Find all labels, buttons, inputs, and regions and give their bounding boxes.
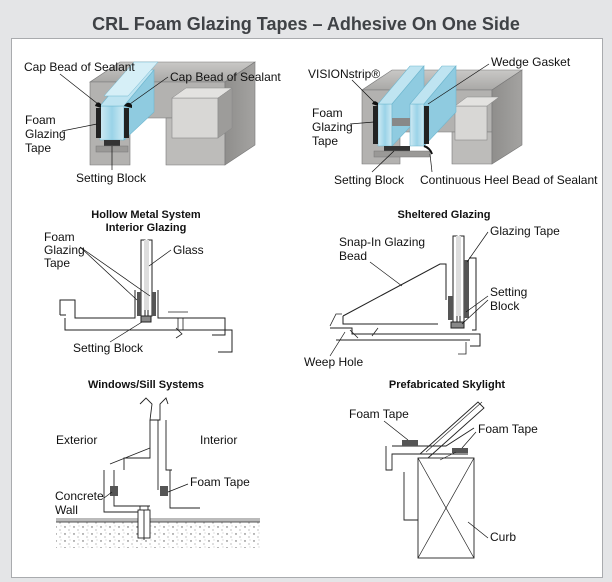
- diagram-windows-sill: [56, 397, 260, 548]
- heading-sheltered-glazing: Sheltered Glazing: [398, 209, 491, 221]
- label-heel-bead: Continuous Heel Bead of Sealant: [420, 173, 598, 187]
- diagram-frame-cap-bead: [89, 61, 256, 166]
- label-foam-tape: Foam Tape: [190, 475, 250, 489]
- label-foam: Foam: [25, 113, 56, 127]
- label-block: Block: [490, 299, 520, 313]
- label-snapin: Snap-In Glazing: [339, 235, 425, 249]
- label-tape: Tape: [312, 134, 338, 148]
- label-glazing: Glazing: [312, 120, 353, 134]
- label-concrete: Concrete: [55, 489, 104, 503]
- label-cap-bead-right: Cap Bead of Sealant: [170, 70, 281, 84]
- label-weep-hole: Weep Hole: [304, 355, 363, 369]
- diagram-frame-visionstrip: [361, 65, 523, 165]
- diagram-6-labels: Foam Tape Foam Tape Curb: [349, 407, 538, 544]
- diagram-hollow-metal: [59, 239, 233, 353]
- diagram-1-labels: Cap Bead of Sealant Cap Bead of Sealant …: [24, 60, 281, 185]
- page-title: CRL Foam Glazing Tapes – Adhesive On One…: [92, 14, 520, 34]
- label-foam-tape-left: Foam Tape: [349, 407, 409, 421]
- label-setting-block: Setting Block: [76, 171, 147, 185]
- diagram-4-labels: Snap-In Glazing Bead Glazing Tape Settin…: [304, 224, 560, 369]
- diagram-3-labels: Foam Glazing Tape Glass Setting Block: [44, 230, 204, 355]
- label-curb: Curb: [490, 530, 516, 544]
- label-exterior: Exterior: [56, 433, 97, 447]
- label-wedge-gasket: Wedge Gasket: [491, 55, 571, 69]
- diagram-sheltered-glazing: [329, 235, 481, 355]
- label-glass: Glass: [173, 243, 204, 257]
- label-interior: Interior: [200, 433, 237, 447]
- label-foam-tape-right: Foam Tape: [478, 422, 538, 436]
- label-wall: Wall: [55, 503, 78, 517]
- label-visionstrip: VISIONstrip®: [308, 67, 380, 81]
- heading-windows-sill: Windows/Sill Systems: [88, 379, 204, 391]
- heading-prefab-skylight: Prefabricated Skylight: [389, 379, 505, 391]
- diagram-prefab-skylight: [385, 401, 485, 559]
- heading-hollow-metal: Hollow Metal System: [91, 209, 201, 221]
- label-tape: Tape: [44, 256, 70, 270]
- heading-interior-glazing: Interior Glazing: [106, 222, 187, 234]
- label-foam: Foam: [312, 106, 343, 120]
- label-bead: Bead: [339, 249, 367, 263]
- label-setting: Setting: [490, 285, 527, 299]
- label-glazing-tape: Glazing Tape: [490, 224, 560, 238]
- label-foam: Foam: [44, 230, 75, 244]
- diagram-2-labels: VISIONstrip® Wedge Gasket Foam Glazing T…: [308, 55, 598, 187]
- diagram-5-labels: Exterior Interior Foam Tape Concrete Wal…: [55, 433, 250, 517]
- label-setting-block: Setting Block: [73, 341, 144, 355]
- label-glazing: Glazing: [44, 243, 85, 257]
- label-tape: Tape: [25, 141, 51, 155]
- label-glazing: Glazing: [25, 127, 66, 141]
- label-setting-block: Setting Block: [334, 173, 405, 187]
- label-cap-bead-left: Cap Bead of Sealant: [24, 60, 135, 74]
